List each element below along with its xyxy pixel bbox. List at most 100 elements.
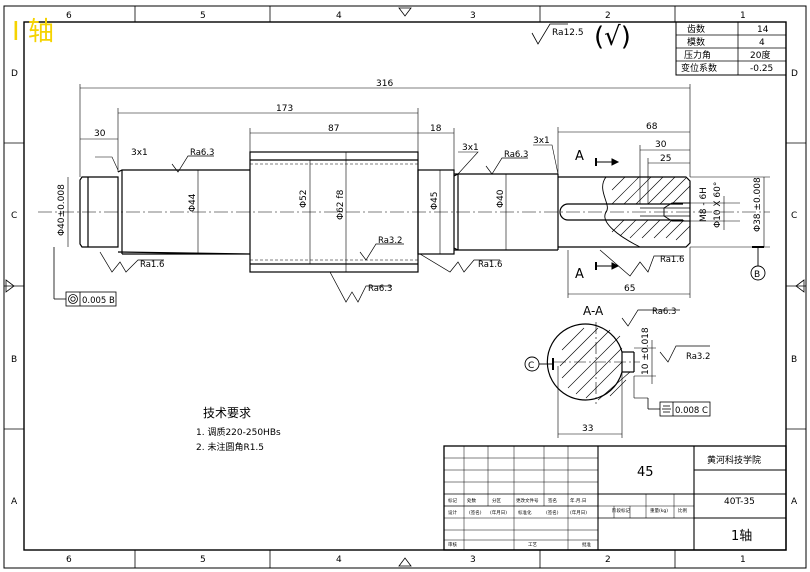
zone-top-3: 3 <box>470 11 476 21</box>
dim-173: 173 <box>276 104 293 114</box>
svg-text:标准化: 标准化 <box>518 509 532 516</box>
svg-text:年.月.日: 年.月.日 <box>570 497 586 504</box>
gear-value-module: 4 <box>759 38 765 48</box>
zone-top-1: 1 <box>740 11 746 21</box>
general-roughness: Ra12.5 (√) <box>531 22 631 52</box>
title-block <box>443 445 787 551</box>
roughness-right-journal: Ra1.6 <box>478 260 502 270</box>
gear-label-module: 模数 <box>687 36 705 48</box>
roughness-values: Ra6.3 Ra6.3 Ra3.2 Ra1.6 Ra1.6 Ra6.3 Ra1.… <box>140 148 710 362</box>
datum-b-letter: B <box>754 270 760 280</box>
zone-left-d: D <box>11 69 18 79</box>
roughness-key-side: Ra3.2 <box>686 352 710 362</box>
zone-bottom-3: 3 <box>470 555 476 565</box>
zone-bottom-4: 4 <box>336 555 342 565</box>
datum-c-letter: C <box>528 361 534 371</box>
dim-phi40-right: Φ40 <box>496 189 506 208</box>
title-block-part-name: 1轴 <box>731 529 752 544</box>
gear-value-shift: -0.25 <box>750 64 773 74</box>
zone-bottom-5: 5 <box>200 555 206 565</box>
roughness-gear: Ra6.3 <box>368 284 392 294</box>
symmetry-value: 0.008 C <box>675 406 708 416</box>
roughness-phi52: Ra3.2 <box>378 236 402 246</box>
section-markers <box>595 158 620 270</box>
dim-phi40-left: Φ40±0.008 <box>57 184 67 236</box>
roughness-symbols <box>99 155 710 363</box>
tech-item-1: 1. 调质220-250HBs <box>196 426 281 438</box>
svg-text:设计: 设计 <box>448 509 457 516</box>
roughness-left-journal: Ra1.6 <box>140 260 164 270</box>
gear-label-teeth: 齿数 <box>687 23 705 35</box>
dim-18: 18 <box>430 124 442 134</box>
svg-text:更改文件号: 更改文件号 <box>516 497 539 504</box>
zone-ticks <box>4 6 806 568</box>
dim-phi52: Φ52 <box>299 189 309 208</box>
svg-text:比例: 比例 <box>678 507 687 514</box>
svg-text:Ra12.5: Ra12.5 <box>552 28 584 38</box>
dim-phi44: Φ44 <box>188 193 198 212</box>
dim-phi45: Φ45 <box>430 191 440 210</box>
zone-top-4: 4 <box>336 11 342 21</box>
dim-total-length: 316 <box>376 79 393 89</box>
tech-item-2: 2. 未注圆角R1.5 <box>196 441 264 453</box>
dim-33: 33 <box>582 424 593 434</box>
centering-marks <box>5 7 805 567</box>
gear-table: 齿数 14 模数 4 压力角 20度 变位系数 -0.25 <box>675 21 787 76</box>
dimension-lines <box>67 84 770 298</box>
zone-left-c: C <box>11 211 17 221</box>
zone-left-a: A <box>11 497 18 507</box>
svg-text:标记: 标记 <box>448 497 457 504</box>
svg-text:阶段标记: 阶段标记 <box>612 507 630 514</box>
zone-top-6: 6 <box>66 11 72 21</box>
svg-text:工艺: 工艺 <box>528 542 537 548</box>
shaft-outline <box>38 151 770 273</box>
runout-frame <box>53 247 117 307</box>
svg-text:(年月日): (年月日) <box>570 509 587 516</box>
title-block-small-labels: 标记 处数 分区 更改文件号 签名 年.月.日 设计 (签名) (年月日) 标准… <box>448 497 687 548</box>
dim-chamfer-1: 3x1 <box>131 148 148 158</box>
dim-center-hole: Φ10 X 60° <box>713 182 723 228</box>
zone-right-a: A <box>791 497 798 507</box>
roughness-phi40: Ra6.3 <box>504 150 528 160</box>
dimension-texts: 316 173 87 18 30 68 30 25 65 3x1 3x1 3x1… <box>57 79 763 434</box>
title-overlay: Ⅰ 轴 <box>12 17 54 47</box>
gear-value-teeth: 14 <box>757 25 769 35</box>
zone-left-b: B <box>11 355 17 365</box>
gear-value-pressure-angle: 20度 <box>750 49 770 61</box>
zone-right-c: C <box>791 211 797 221</box>
shaft-hatching <box>611 176 691 241</box>
dim-25: 25 <box>660 154 671 164</box>
svg-text:(签名): (签名) <box>469 509 482 516</box>
dim-chamfer-2: 3x1 <box>462 143 479 153</box>
datum-b <box>750 246 766 281</box>
section-hatching <box>559 327 631 401</box>
svg-text:重量(kg): 重量(kg) <box>650 507 668 514</box>
roughness-end: Ra1.6 <box>660 255 684 265</box>
zone-bottom-2: 2 <box>605 555 611 565</box>
zone-right-d: D <box>791 69 798 79</box>
cut-label-top: A <box>575 149 584 164</box>
svg-text:批准: 批准 <box>582 541 591 548</box>
inner-border <box>23 21 787 551</box>
dim-65: 65 <box>624 284 635 294</box>
symmetry-frame <box>647 398 711 417</box>
cut-label-bottom: A <box>575 267 584 282</box>
dim-68: 68 <box>646 122 658 132</box>
roughness-key-bottom: Ra6.3 <box>652 307 676 317</box>
section-view <box>546 322 656 438</box>
svg-text:审核: 审核 <box>448 541 457 548</box>
dim-chamfer-3: 3x1 <box>533 136 550 146</box>
svg-text:(签名): (签名) <box>546 509 559 516</box>
title-block-school: 黄河科技学院 <box>707 454 761 466</box>
dim-phi38: Φ38 ±0.008 <box>753 177 763 232</box>
section-title: A-A <box>583 304 604 318</box>
dim-30b: 30 <box>655 140 667 150</box>
dim-87: 87 <box>328 124 339 134</box>
dim-30: 30 <box>94 129 106 139</box>
zone-right-b: B <box>791 355 797 365</box>
gear-label-shift: 变位系数 <box>681 62 717 74</box>
zone-top-5: 5 <box>200 11 206 21</box>
title-block-drawing-number: 40T-35 <box>724 497 755 507</box>
section-letters: A A A-A <box>575 149 604 318</box>
